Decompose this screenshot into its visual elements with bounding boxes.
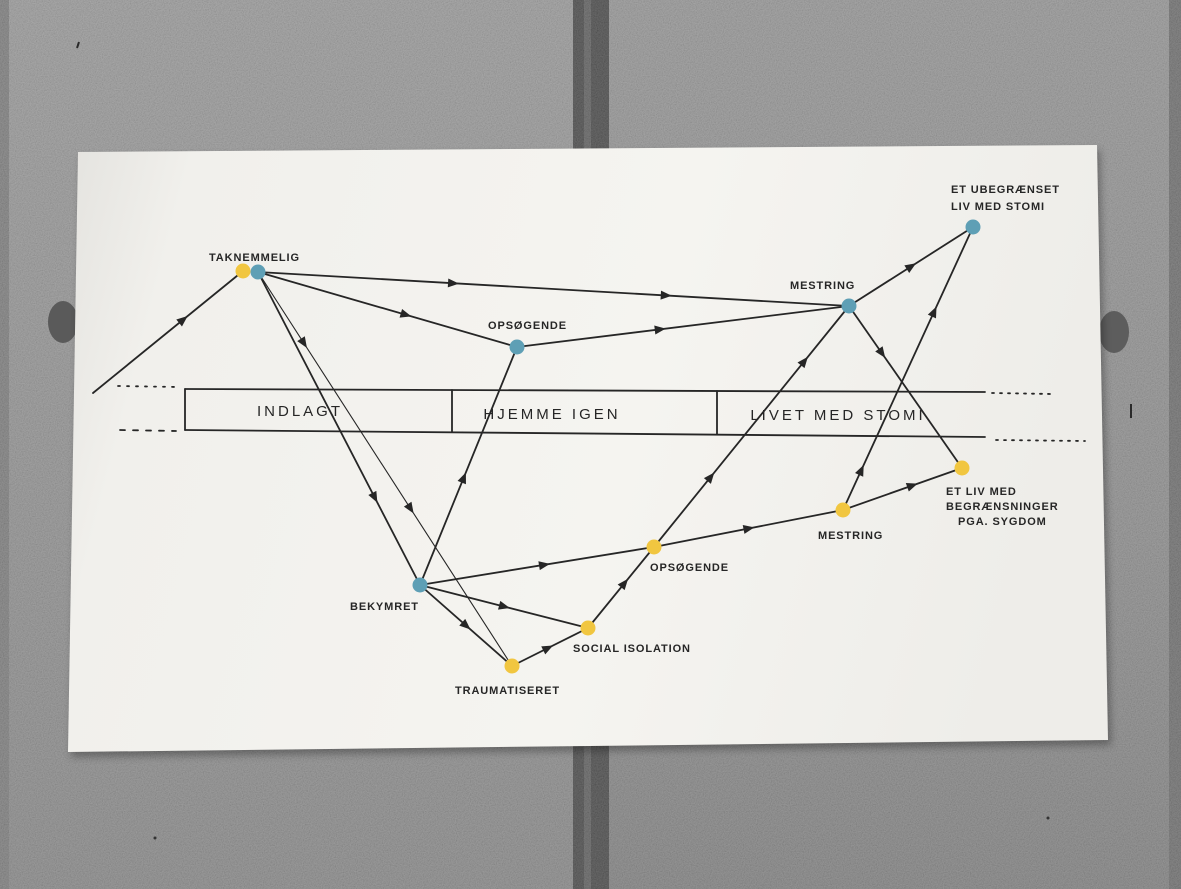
concrete-mark	[153, 836, 157, 840]
edge-connector	[257, 271, 421, 586]
arrowhead	[447, 278, 460, 288]
node-label-begraensninger-line3: PGA. SYGDOM	[958, 516, 1047, 528]
arrowhead	[654, 325, 666, 335]
edge-line	[653, 305, 850, 548]
arrowhead	[297, 336, 307, 348]
edge-connector	[257, 271, 518, 348]
band-dotted-extension	[117, 385, 179, 388]
arrowhead	[459, 618, 471, 630]
node-label-mestring: MESTRING	[790, 280, 855, 292]
edge-connector	[842, 226, 974, 511]
arrowhead	[905, 483, 918, 492]
edge-connector	[419, 584, 589, 629]
band-dotted-extension	[995, 439, 1086, 442]
edge-connector	[848, 305, 963, 469]
edge-connector	[511, 627, 589, 667]
edge-line	[842, 467, 963, 511]
arrowhead	[403, 501, 414, 514]
edge-connector	[257, 271, 513, 667]
edge-line	[842, 226, 974, 511]
arrowhead	[904, 263, 917, 273]
node-label-taknemmelig: TAKNEMMELIG	[209, 252, 300, 264]
edge-connector	[653, 509, 844, 548]
node-dot	[965, 219, 981, 235]
edge-connector	[257, 271, 850, 307]
node-label-social-isolation: SOCIAL ISOLATION	[573, 643, 691, 655]
edge-line	[587, 546, 655, 629]
band-label-livet-med-stomi: LIVET MED STOMI	[750, 407, 925, 424]
node-dot	[835, 502, 851, 518]
edge-connector	[587, 546, 655, 629]
arrowhead	[541, 645, 554, 655]
arrowhead	[617, 578, 629, 591]
floor-hole-left	[48, 301, 78, 343]
diagram-edges	[92, 226, 974, 667]
edge-line	[848, 305, 963, 469]
paper-sheet	[68, 145, 1111, 757]
arrowhead	[855, 464, 864, 477]
node-label-ubegraenset-line2: LIV MED STOMI	[951, 201, 1045, 213]
arrowhead	[797, 356, 808, 369]
node-dot	[841, 298, 857, 314]
edge-connector	[419, 546, 655, 586]
node-label-opsogende: OPSØGENDE	[488, 320, 567, 332]
band-dotted-extension	[119, 429, 177, 432]
arrowhead	[875, 346, 886, 358]
node-dot	[412, 577, 428, 593]
edge-connector	[842, 467, 963, 511]
arrowhead	[457, 472, 466, 485]
diagram-nodes	[235, 219, 981, 674]
edge-line	[257, 271, 513, 667]
edge-connector	[419, 584, 513, 667]
edge-line	[257, 271, 421, 586]
edge-line	[257, 271, 850, 307]
band-label-indlagt: INDLAGT	[257, 403, 343, 420]
node-label-bekymret: BEKYMRET	[350, 601, 419, 613]
node-label-begraensninger-line2: BEGRÆNSNINGER	[946, 501, 1059, 513]
node-label-ubegraenset-line1: ET UBEGRÆNSET	[951, 184, 1060, 196]
node-dot	[504, 658, 520, 674]
node-dot	[646, 539, 662, 555]
edge-line	[419, 546, 655, 586]
node-dot	[580, 620, 596, 636]
arrowhead	[498, 600, 510, 610]
node-label-opsogende-yellow: OPSØGENDE	[650, 562, 729, 574]
edge-connector	[92, 270, 244, 394]
edge-line	[257, 271, 518, 348]
arrowhead	[660, 290, 672, 300]
node-label-mestring-yellow: MESTRING	[818, 530, 883, 542]
edge-line	[419, 346, 518, 586]
edge-connector	[516, 305, 850, 348]
arrowhead	[742, 525, 755, 534]
node-label-begraensninger-line1: ET LIV MED	[946, 486, 1017, 498]
edge-connector	[653, 305, 850, 548]
arrowhead	[538, 561, 550, 571]
edge-connector	[848, 226, 974, 307]
edge-line	[516, 305, 850, 348]
node-dot	[235, 263, 251, 279]
arrowhead	[927, 306, 937, 319]
node-dot	[509, 339, 525, 355]
arrowhead	[703, 472, 715, 484]
floor-hole-right	[1099, 311, 1129, 353]
node-dot	[954, 460, 970, 476]
concrete-mark	[76, 41, 80, 49]
band-line-bottom	[184, 429, 986, 438]
arrowhead	[368, 490, 378, 503]
arrowhead	[176, 316, 188, 327]
edge-connector	[419, 346, 518, 586]
band-label-hjemme-igen: HJEMME IGEN	[483, 406, 620, 423]
band-dotted-extension	[991, 392, 1053, 395]
arrowhead	[399, 309, 412, 318]
paper-surface	[68, 145, 1108, 752]
edge-line	[92, 270, 244, 394]
node-label-traumatiseret: TRAUMATISERET	[455, 685, 560, 697]
node-labels: TAKNEMMELIG OPSØGENDE MESTRING ET UBEGRÆ…	[209, 184, 1060, 697]
concrete-mark	[1046, 816, 1050, 820]
node-dot	[250, 264, 266, 280]
